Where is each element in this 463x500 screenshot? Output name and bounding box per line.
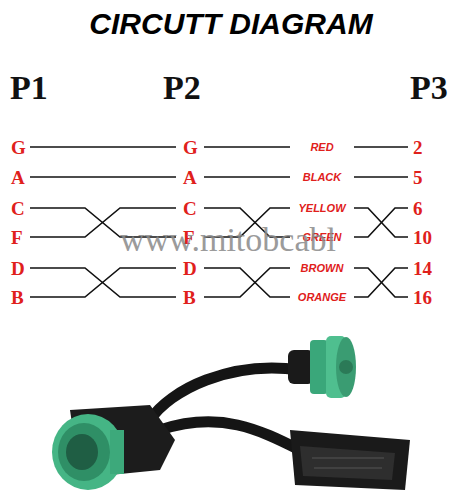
connector-name: P3 <box>410 71 448 105</box>
pin-label: B <box>183 288 196 307</box>
pin-label: G <box>183 138 198 157</box>
pin-label: 6 <box>413 199 423 218</box>
pin-label: 16 <box>413 288 432 307</box>
pin-label: C <box>11 199 25 218</box>
wire-color: BLACK <box>301 171 344 184</box>
cable-photo <box>52 336 410 490</box>
pin-label: A <box>183 168 197 187</box>
pin-label: G <box>11 138 26 157</box>
pin-label: C <box>183 199 197 218</box>
pin-label: B <box>11 288 24 307</box>
wire-color: YELLOW <box>296 202 347 215</box>
wire-color: BROWN <box>299 262 346 275</box>
pin-label: 2 <box>413 138 423 157</box>
pin-label: 10 <box>413 228 432 247</box>
diagram-title: CIRCUTT DIAGRAM <box>89 9 372 39</box>
connector-name: P2 <box>163 71 201 105</box>
watermark: www.mitobcabl <box>120 223 336 257</box>
pin-label: F <box>11 228 23 247</box>
pin-label: D <box>11 259 25 278</box>
pin-label: A <box>11 168 25 187</box>
wire-color: ORANGE <box>296 291 348 304</box>
pin-label: D <box>183 259 197 278</box>
pin-label: 5 <box>413 168 423 187</box>
connector-name: P1 <box>10 71 48 105</box>
pin-label: 14 <box>413 259 432 278</box>
wires <box>30 147 408 297</box>
wire-color: RED <box>308 141 335 154</box>
